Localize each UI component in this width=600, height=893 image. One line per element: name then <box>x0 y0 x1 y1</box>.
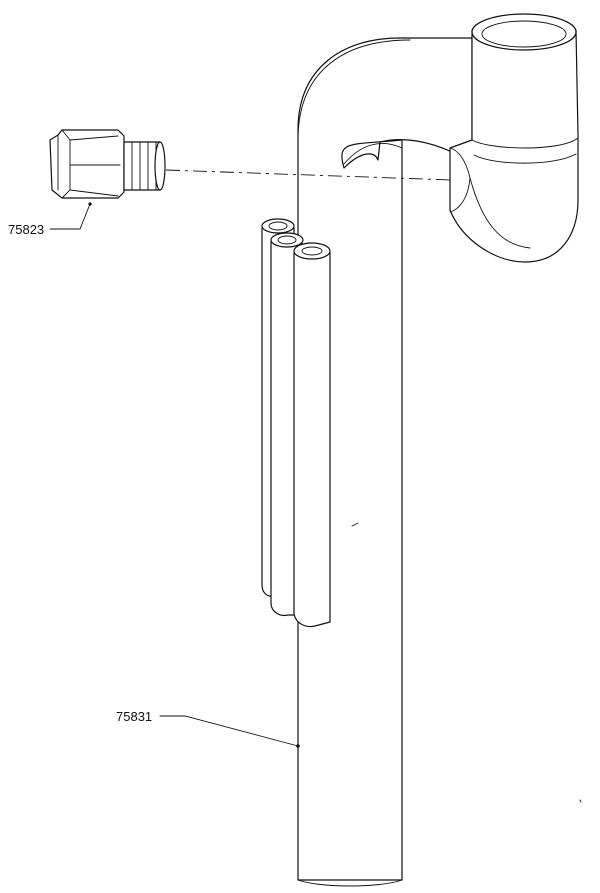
trap-fitting <box>449 13 579 263</box>
trap-opening <box>471 13 577 51</box>
tube-bundle <box>261 218 331 628</box>
leader-line-75823 <box>49 203 91 230</box>
leader-line-75831 <box>159 715 299 747</box>
stray-mark <box>351 522 359 527</box>
hex-nut <box>49 129 125 199</box>
tube-right <box>293 252 331 628</box>
part-label-75823: 75823 <box>8 222 44 237</box>
stray-mark <box>579 799 582 803</box>
part-label-75831: 75831 <box>116 709 152 724</box>
drain-pipe <box>297 37 473 887</box>
compression-fitting <box>49 129 166 199</box>
assembly-axis-line <box>165 169 453 181</box>
leader-dot-75831 <box>296 744 300 748</box>
leader-dot-75823 <box>88 202 92 206</box>
